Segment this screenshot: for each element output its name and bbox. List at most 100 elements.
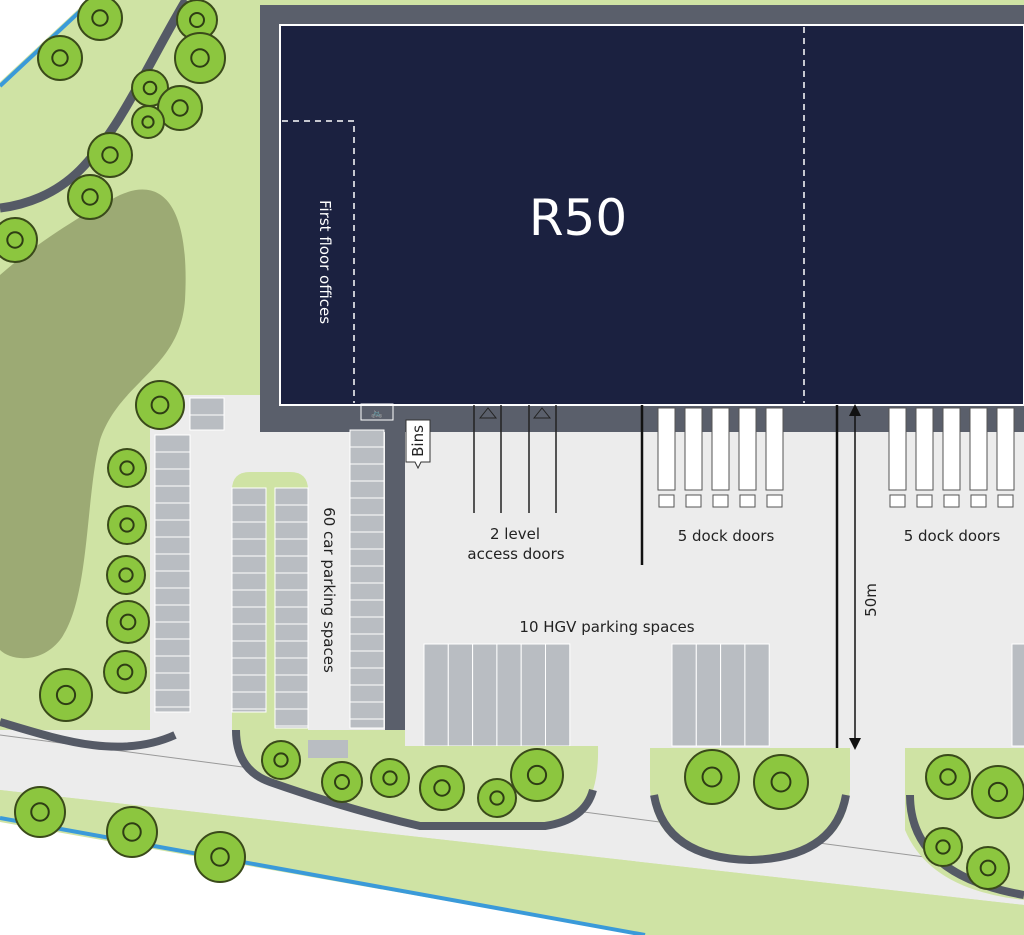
- parking-bay: [349, 599, 385, 618]
- tree: [107, 505, 147, 545]
- tree-canopy-detail: [979, 859, 997, 877]
- parking-bay: [349, 429, 385, 448]
- tree: [67, 174, 113, 220]
- tree-canopy-detail: [382, 770, 398, 786]
- bins-label: Bins: [409, 425, 427, 457]
- tree: [923, 827, 963, 867]
- verge: [0, 790, 1024, 935]
- tree: [174, 32, 226, 84]
- level-doors-label-2: access doors: [467, 545, 564, 563]
- tree-canopy-detail: [701, 766, 723, 788]
- dock-leveller: [739, 494, 756, 508]
- tree: [107, 448, 147, 488]
- hgv-parking-bay: [496, 643, 522, 747]
- dock-door: [942, 407, 961, 491]
- parking-bay: [231, 589, 267, 608]
- parking-bays: [154, 397, 1024, 747]
- dock-door: [684, 407, 703, 491]
- parking-bay: [349, 616, 385, 635]
- tree: [14, 786, 66, 838]
- parking-bay: [231, 708, 267, 713]
- hgv-parking-bay: [695, 643, 722, 747]
- parking-bay: [274, 674, 309, 693]
- tree-canopy-detail: [526, 764, 548, 786]
- hgv-parking-bay: [545, 643, 571, 747]
- tree-canopy-detail: [51, 49, 69, 67]
- tree: [39, 668, 93, 722]
- dock-leveller: [658, 494, 675, 508]
- dock-door: [765, 407, 784, 491]
- tree-canopy-detail: [939, 768, 957, 786]
- hgv-parking-bay: [423, 643, 449, 747]
- tree-canopy-detail: [935, 839, 951, 855]
- dock-doors-left-label: 5 dock doors: [678, 527, 775, 545]
- dock-leveller: [685, 494, 702, 508]
- parking-bay: [349, 514, 385, 533]
- parking-bay: [231, 623, 267, 642]
- hgv-parking-bay: [720, 643, 746, 747]
- tree-canopy-detail: [118, 567, 134, 583]
- tree: [510, 748, 564, 802]
- tree-canopy-detail: [189, 12, 205, 28]
- parking-bay: [349, 684, 385, 703]
- parking-bay: [154, 672, 191, 691]
- dock-doors-right-label: 5 dock doors: [904, 527, 1001, 545]
- parking-bay: [231, 640, 267, 659]
- trees: [0, 0, 1024, 890]
- tree-canopy-detail: [171, 99, 189, 117]
- tree-canopy-detail: [489, 790, 505, 806]
- parking-bay: [308, 740, 348, 758]
- parking-bay: [274, 521, 309, 540]
- tree: [321, 761, 363, 803]
- tree-canopy-detail: [210, 847, 230, 867]
- car-parking-label: 60 car parking spaces: [320, 507, 338, 673]
- parking-bay: [154, 638, 191, 657]
- road-kerb: [0, 718, 177, 751]
- parking-bay: [231, 555, 267, 574]
- parking-bay: [274, 691, 309, 710]
- parking-bay: [154, 434, 191, 453]
- parking-bay: [349, 650, 385, 669]
- tree-canopy-detail: [150, 395, 170, 415]
- building-name: R50: [529, 189, 627, 247]
- tree: [37, 35, 83, 81]
- dock-doors: [657, 407, 1015, 508]
- tree: [477, 778, 517, 818]
- tree-canopy-detail: [91, 9, 109, 27]
- parking-bay: [231, 572, 267, 591]
- parking-bay: [274, 589, 309, 608]
- dock-leveller: [889, 494, 906, 508]
- tree-canopy-detail: [81, 188, 99, 206]
- parking-bay: [274, 555, 309, 574]
- kerb: [385, 430, 405, 730]
- tree-canopy-detail: [119, 613, 137, 631]
- tree-canopy-detail: [119, 460, 135, 476]
- tree-canopy-detail: [116, 663, 134, 681]
- bicycle-icon: 🚲: [371, 408, 383, 419]
- hgv-parking-bay: [520, 643, 547, 747]
- dock-door: [657, 407, 676, 491]
- tree-canopy-detail: [122, 822, 142, 842]
- arrow-down-icon: [849, 738, 861, 750]
- tree-canopy-detail: [334, 774, 350, 790]
- parking-bay: [274, 504, 309, 523]
- parking-bay: [154, 502, 191, 521]
- parking-bay: [274, 657, 309, 676]
- tree: [106, 555, 146, 595]
- parking-bay: [154, 689, 191, 708]
- parking-bay: [349, 667, 385, 686]
- parking-bay: [274, 606, 309, 625]
- parking-bay: [349, 497, 385, 516]
- tree: [87, 132, 133, 178]
- dock-door: [915, 407, 934, 491]
- tree: [106, 600, 150, 644]
- outside-area: [0, 0, 88, 82]
- hgv-parking-bay: [472, 643, 498, 747]
- tree-canopy-detail: [273, 752, 289, 768]
- parking-bay: [349, 531, 385, 550]
- parking-bay: [154, 655, 191, 674]
- parking-bay: [349, 718, 385, 729]
- hgv-parking-label: 10 HGV parking spaces: [519, 618, 694, 636]
- hgv-parking-bay: [1011, 643, 1024, 747]
